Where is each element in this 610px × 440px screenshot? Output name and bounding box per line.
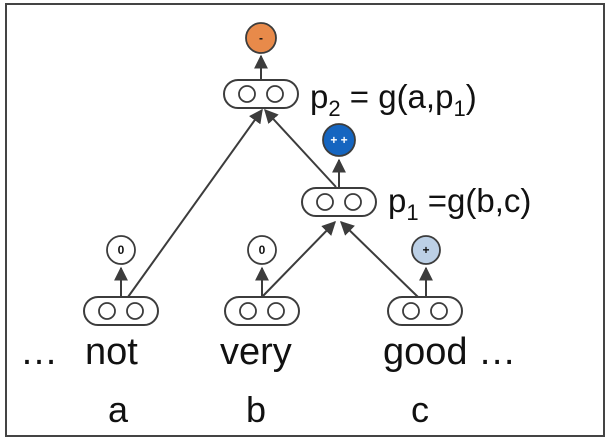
- node-p1-unit: [316, 193, 334, 211]
- node-b-unit: [267, 302, 285, 320]
- node-a: [83, 296, 159, 326]
- sentiment-badge-p1-circle: [322, 123, 356, 157]
- equation-p2-mid: = g(a,p: [341, 78, 454, 115]
- sentiment-label-c: +: [422, 243, 429, 257]
- equation-p2-lhs: p: [310, 78, 328, 115]
- node-c-unit: [402, 302, 420, 320]
- equation-p1-lhs-sub: 1: [406, 200, 418, 225]
- sentiment-label-p2: -: [259, 31, 263, 45]
- sentiment-badge-p2-circle: [245, 22, 277, 54]
- edge-c-to-p1: [339, 221, 419, 298]
- sentiment-badge-a-circle: [106, 235, 136, 265]
- edge-b-to-p1: [261, 220, 336, 298]
- sentiment-badge-p1: + +: [322, 123, 356, 157]
- node-c: [387, 296, 463, 326]
- equation-p2-lhs-sub: 2: [328, 96, 340, 121]
- word-good: good …: [383, 331, 516, 373]
- sentiment-badge-b-circle: [247, 235, 277, 265]
- node-p1-capsule: [301, 187, 377, 217]
- var-a: a: [108, 389, 129, 430]
- sentiment-badge-p2: -: [245, 22, 277, 54]
- word-not: not: [85, 331, 138, 373]
- node-b: [224, 296, 300, 326]
- node-c-capsule: [387, 296, 463, 326]
- equation-p1-lhs: p: [388, 182, 406, 219]
- var-c: c: [411, 389, 429, 430]
- edge-a-to-p2: [127, 108, 263, 298]
- sentiment-label-a: 0: [118, 243, 125, 257]
- equation-p2-end: ): [466, 78, 477, 115]
- sentiment-badge-c-circle: [411, 235, 441, 265]
- sentiment-badge-b: 0: [247, 235, 277, 265]
- node-a-unit: [126, 302, 144, 320]
- sentiment-label-p1: + +: [330, 133, 347, 147]
- var-b: b: [246, 389, 266, 430]
- equation-p2: p2 = g(a,p1): [310, 78, 477, 121]
- node-b-capsule: [224, 296, 300, 326]
- node-c-unit: [430, 302, 448, 320]
- sentiment-badge-a: 0: [106, 235, 136, 265]
- edges: [114, 54, 433, 298]
- sentiment-badge-c: +: [411, 235, 441, 265]
- node-p1: [301, 187, 377, 217]
- equation-p2-mid-sub: 1: [453, 96, 465, 121]
- node-b-unit: [239, 302, 257, 320]
- diagram-frame: [5, 3, 605, 437]
- sentiment-label-b: 0: [259, 243, 266, 257]
- node-p1-unit: [344, 193, 362, 211]
- node-p2-capsule: [223, 79, 299, 109]
- node-p2-unit: [266, 85, 284, 103]
- word-very: very: [220, 331, 292, 373]
- node-a-unit: [98, 302, 116, 320]
- equation-p1: p1 =g(b,c): [388, 182, 531, 225]
- edge-p1-to-p2: [264, 108, 337, 188]
- node-p2: [223, 79, 299, 109]
- node-p2-unit: [238, 85, 256, 103]
- word-ellipsis-left: …: [20, 331, 58, 373]
- equation-p1-mid: =g(b,c): [419, 182, 532, 219]
- node-a-capsule: [83, 296, 159, 326]
